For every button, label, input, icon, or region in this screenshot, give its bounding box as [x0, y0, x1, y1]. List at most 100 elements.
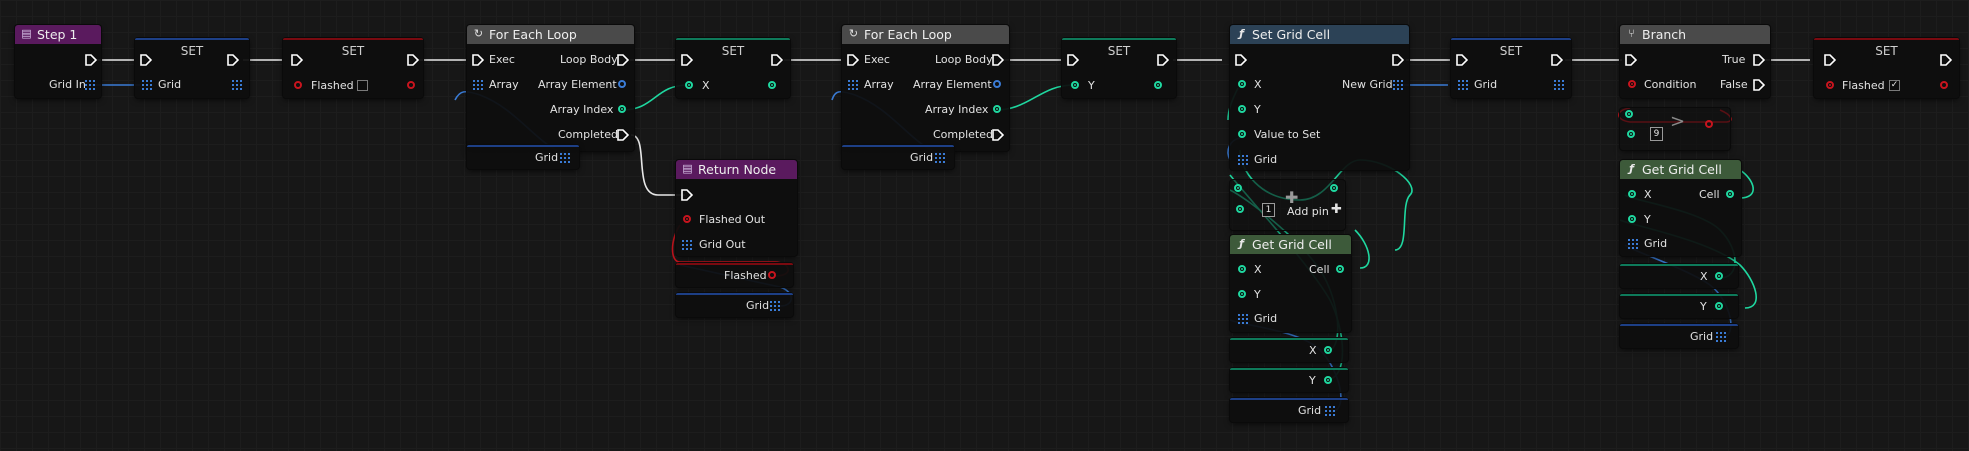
add-b-pin[interactable] — [1236, 205, 1244, 213]
grid-getter-node-a[interactable]: Grid — [1230, 398, 1348, 422]
flashed-out-pin[interactable] — [407, 81, 415, 89]
array-element-pin[interactable] — [993, 80, 1001, 88]
grid-out-pin[interactable] — [232, 80, 242, 90]
grid-getter-out-pin[interactable] — [1716, 332, 1726, 342]
exec-in-pin[interactable] — [681, 54, 693, 66]
value-to-set-pin[interactable] — [1238, 130, 1246, 138]
false-pin[interactable] — [1753, 79, 1765, 91]
y-in-pin[interactable] — [1238, 105, 1246, 113]
grid-getter-node-1[interactable]: Grid — [467, 145, 579, 169]
compare-b-pin[interactable] — [1627, 130, 1635, 138]
cell-out-pin[interactable] — [1336, 265, 1344, 273]
exec-in-pin[interactable] — [291, 54, 303, 66]
flashed-in-pin[interactable] — [294, 81, 302, 89]
exec-in-pin[interactable] — [472, 54, 484, 66]
y-in-pin[interactable] — [1238, 290, 1246, 298]
compare-a-pin[interactable] — [1625, 110, 1633, 118]
grid-out-pin[interactable] — [560, 153, 570, 163]
grid-getter-node-2[interactable]: Grid — [842, 145, 954, 169]
flashed-checkbox[interactable] — [357, 80, 368, 91]
array-in-pin[interactable] — [473, 80, 483, 90]
step1-event-node[interactable]: ▤ Step 1 Grid In — [15, 25, 101, 98]
exec-out-pin[interactable] — [1392, 54, 1404, 66]
exec-out-pin[interactable] — [1940, 54, 1952, 66]
new-grid-out-pin[interactable] — [1393, 80, 1403, 90]
exec-in-pin[interactable] — [847, 54, 859, 66]
loop-body-pin[interactable] — [617, 54, 629, 66]
set-grid-node[interactable]: SET Grid — [135, 38, 249, 98]
branch-header[interactable]: ⑂ Branch — [1620, 25, 1770, 44]
exec-in-pin[interactable] — [1456, 54, 1468, 66]
grid-getter-node-b[interactable]: Grid — [1620, 324, 1738, 348]
grid-in-pin[interactable] — [1628, 239, 1638, 249]
array-in-pin[interactable] — [848, 80, 858, 90]
branch-node[interactable]: ⑂ Branch True Condition False — [1620, 25, 1770, 98]
exec-out-pin[interactable] — [771, 54, 783, 66]
set-flashed-node-2[interactable]: SET Flashed ✓ — [1814, 38, 1959, 98]
exec-in-pin[interactable] — [1235, 54, 1247, 66]
set-grid-cell-header[interactable]: ƒ Set Grid Cell — [1230, 25, 1409, 44]
exec-in-pin[interactable] — [1625, 54, 1637, 66]
exec-in-pin[interactable] — [1824, 54, 1836, 66]
exec-out-pin[interactable] — [85, 54, 97, 66]
compare-b-value[interactable]: 9 — [1650, 127, 1663, 141]
x-getter-out-pin[interactable] — [1715, 272, 1723, 280]
exec-in-pin[interactable] — [1067, 54, 1079, 66]
y-in-pin[interactable] — [1071, 81, 1079, 89]
x-getter-node-b[interactable]: X — [1620, 264, 1738, 288]
x-in-pin[interactable] — [685, 81, 693, 89]
for-each-loop-node-2[interactable]: ↻ For Each Loop Exec Loop Body Array Arr… — [842, 25, 1009, 151]
x-in-pin[interactable] — [1628, 190, 1636, 198]
grid-in-pin[interactable] — [1458, 80, 1468, 90]
x-in-pin[interactable] — [1238, 265, 1246, 273]
flashed-getter-out-pin[interactable] — [768, 271, 776, 279]
grid-out-pin[interactable] — [935, 153, 945, 163]
grid-in-pin[interactable] — [85, 80, 95, 90]
flashed-out-pin[interactable] — [683, 215, 691, 223]
compare-result-pin[interactable] — [1705, 120, 1713, 128]
x-in-pin[interactable] — [1238, 80, 1246, 88]
exec-in-pin[interactable] — [140, 54, 152, 66]
return-node[interactable]: ▤ Return Node Flashed Out Grid Out — [676, 160, 797, 256]
y-getter-out-pin[interactable] — [1324, 376, 1332, 384]
grid-out-pin[interactable] — [770, 301, 780, 311]
compare-int-node[interactable]: > 9 — [1620, 108, 1730, 150]
exec-out-pin[interactable] — [1157, 54, 1169, 66]
loop2-header[interactable]: ↻ For Each Loop — [842, 25, 1009, 44]
x-getter-node-a[interactable]: X — [1230, 338, 1348, 362]
cell-out-pin[interactable] — [1726, 190, 1734, 198]
y-out-pin[interactable] — [1154, 81, 1162, 89]
exec-out-pin[interactable] — [407, 54, 419, 66]
completed-pin[interactable] — [617, 129, 629, 141]
exec-out-pin[interactable] — [227, 54, 239, 66]
add-pin-plus-icon[interactable]: ✚ — [1331, 202, 1342, 217]
get-grid-cell-node-2[interactable]: ƒ Get Grid Cell X Cell Y Grid — [1620, 160, 1741, 256]
grid-in-pin[interactable] — [1238, 155, 1248, 165]
add-result-pin[interactable] — [1330, 184, 1338, 192]
array-element-pin[interactable] — [618, 80, 626, 88]
set-flashed-node[interactable]: SET Flashed — [283, 38, 423, 98]
loop-body-pin[interactable] — [992, 54, 1004, 66]
flashed-in-pin[interactable] — [1826, 81, 1834, 89]
return-node-header[interactable]: ▤ Return Node — [676, 160, 797, 179]
grid-getter-node-return[interactable]: Grid — [676, 293, 793, 317]
y-getter-node-a[interactable]: Y — [1230, 368, 1348, 392]
grid-in-pin[interactable] — [142, 80, 152, 90]
add-b-value[interactable]: 1 — [1262, 203, 1275, 217]
get-grid-cell-node-1[interactable]: ƒ Get Grid Cell X Cell Y Grid — [1230, 235, 1351, 332]
exec-out-pin[interactable] — [1551, 54, 1563, 66]
x-getter-out-pin[interactable] — [1324, 346, 1332, 354]
y-getter-out-pin[interactable] — [1715, 302, 1723, 310]
set-grid-node-2[interactable]: SET Grid — [1451, 38, 1571, 98]
grid-getter-out-pin[interactable] — [1325, 406, 1335, 416]
array-index-pin[interactable] — [618, 105, 626, 113]
x-out-pin[interactable] — [768, 81, 776, 89]
condition-pin[interactable] — [1628, 80, 1636, 88]
step1-header[interactable]: ▤ Step 1 — [15, 25, 101, 44]
flashed-getter-node[interactable]: Flashed — [676, 263, 793, 287]
array-index-pin[interactable] — [993, 105, 1001, 113]
get-grid-cell-1-header[interactable]: ƒ Get Grid Cell — [1230, 235, 1351, 254]
true-pin[interactable] — [1753, 54, 1765, 66]
completed-pin[interactable] — [992, 129, 1004, 141]
